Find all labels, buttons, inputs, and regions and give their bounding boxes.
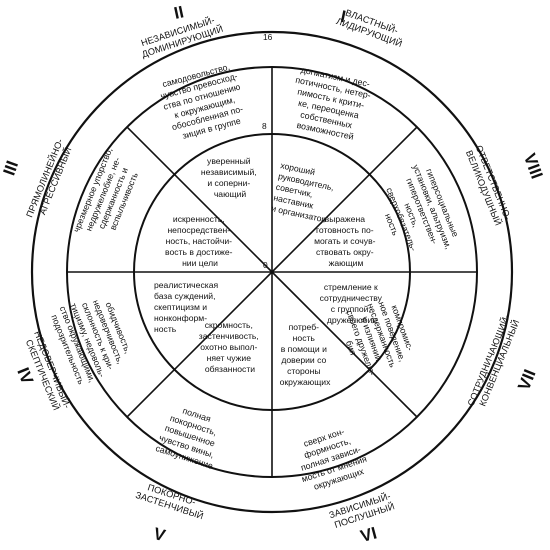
octant-name: СОТРУДНИЧАЮЩИЙ- КОНВЕНЦИАЛЬНЫЙ xyxy=(465,310,523,411)
scale-label-middle: 8 xyxy=(262,121,267,131)
outer-ring xyxy=(30,30,514,514)
octant-name: ВЛАСТНЫЙ- ЛИДИРУЮЩИЙ xyxy=(335,5,408,49)
octant-IV: IV НЕДОВЕРЧИВЫЙ- СКЕПТИЧЕСКИЙ обидчивост… xyxy=(13,280,221,412)
octant-numeral: IV xyxy=(13,365,37,388)
outer-description: гиперсоциальные установки, альтруизм, ги… xyxy=(370,159,465,269)
inner-description: стремление к сотрудничеству с группой, д… xyxy=(320,282,385,325)
inner-description: скромность, застенчивость, охотно выпол-… xyxy=(199,320,261,374)
inner-description: реалистическая база суждений, скептицизм… xyxy=(154,280,221,334)
outer-description: сверх кон- формность, полная зависи- мос… xyxy=(290,422,374,495)
octant-numeral: I xyxy=(339,7,348,27)
octant-numeral: VII xyxy=(514,367,539,393)
inner-description: выражена готовность по- могать и сочув- … xyxy=(314,214,378,268)
outer-description: самодовольство, чувство превосход- ства … xyxy=(156,60,252,144)
octant-numeral: III xyxy=(0,158,22,178)
octant-V: V ПОКОРНО- ЗАСТЕНЧИВЫЙ полная покорность… xyxy=(134,320,261,546)
outer-description: полная покорность, повышенное чувство ви… xyxy=(154,401,228,471)
octant-name: ОТВЕТСТВЕННО- ВЕЛИКОДУШНЫЙ xyxy=(464,144,514,228)
octant-numeral: VI xyxy=(358,523,378,546)
octant-numeral: II xyxy=(172,2,185,23)
octant-numeral: VIII xyxy=(520,151,547,181)
scale-label-center: 0 xyxy=(263,260,268,270)
scale-label-outer: 16 xyxy=(263,32,273,42)
octant-dividers xyxy=(67,67,477,477)
octant-numeral: V xyxy=(151,524,168,545)
inner-description: искренность, непосредствен- ность, насто… xyxy=(165,214,235,268)
octant-II: II НЕЗАВИСИМЫЙ- ДОМИНИРУЮЩИЙ самодовольс… xyxy=(139,2,259,199)
octant-name: ПРЯМОЛИНЕЙНО- АГРЕССИВНЫЙ xyxy=(23,134,76,223)
outer-description: догматизм и дес- потичность, нетер- пимо… xyxy=(285,64,376,144)
octant-VII: VII СОТРУДНИЧАЮЩИЙ- КОНВЕНЦИАЛЬНЫЙ компр… xyxy=(320,282,540,411)
octant-name: ПОКОРНО- ЗАСТЕНЧИВЫЙ xyxy=(134,479,208,521)
outer-description: обидчивость, недоверчивость, склонность … xyxy=(47,288,139,390)
inner-description: уверенный независимый, и соперни- чающий xyxy=(201,156,259,199)
inner-description: потреб- ность в помощи и доверии со стор… xyxy=(280,322,331,387)
